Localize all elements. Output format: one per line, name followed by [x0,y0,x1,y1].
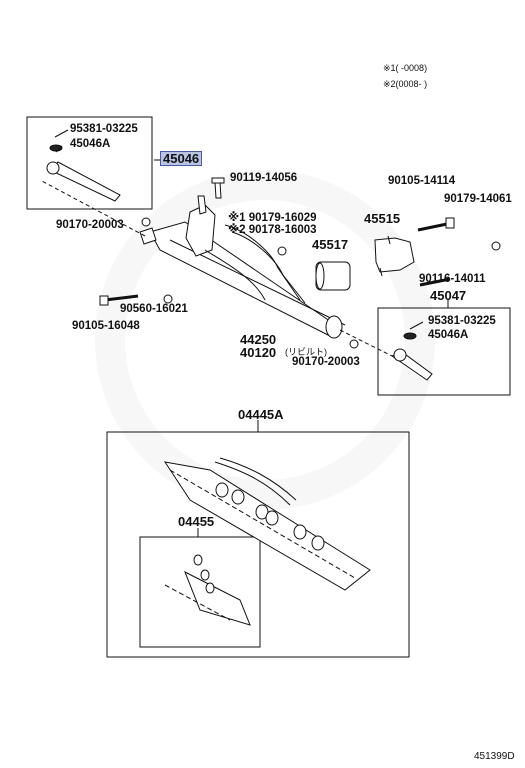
label-90119-14056[interactable]: 90119-14056 [230,172,298,184]
bolt-90105-14114 [417,222,448,232]
label-40120[interactable]: 40120 [240,345,277,360]
label-04455[interactable]: 04455 [178,514,215,529]
nut-90179-16029 [277,246,287,256]
label-90105-14114[interactable]: 90105-14114 [388,175,456,187]
nut-90170-b [349,339,359,349]
label-44250[interactable]: 44250 [240,332,277,347]
tie-rod-end-left [46,129,121,202]
label-90105-16048[interactable]: 90105-16048 [72,320,140,332]
bolt-90119 [214,181,222,199]
diagram-id: 451399D [474,751,515,762]
note-2: ※2(0008- ) [383,79,428,89]
label-90116-14011[interactable]: 90116-14011 [419,273,486,285]
bracket-45515 [374,237,415,273]
bolt-90105-16048 [99,295,109,306]
label-90179-14061[interactable]: 90179-14061 [444,193,512,205]
seal-kit-drawing [164,554,251,626]
nut-90170-a [141,217,151,227]
bushing-45517 [315,261,351,291]
stud-90116 [419,277,451,287]
label-45517[interactable]: 45517 [312,237,349,252]
label-95381-03225-left[interactable]: 95381-03225 [70,123,138,135]
label-90178-16003[interactable]: ※2 90178-16003 [228,224,317,236]
label-45046a-left[interactable]: 45046A [70,138,111,150]
label-45047[interactable]: 45047 [430,288,467,303]
label-90179-16029[interactable]: ※1 90179-16029 [228,212,317,224]
washer-90560 [163,294,173,304]
steering-rack-drawing [39,179,421,371]
label-04445a[interactable]: 04445A [238,407,284,422]
box-gasket-kit [106,431,410,658]
nut-90179-14061 [491,241,501,251]
label-40120-rebuilt-note: (リビルト) [285,347,327,357]
label-90560-16021[interactable]: 90560-16021 [120,303,188,315]
label-90170-20003-left[interactable]: 90170-20003 [56,219,124,231]
label-95381-03225-right[interactable]: 95381-03225 [428,315,496,327]
label-45046-highlighted[interactable]: 45046 [160,151,203,166]
box-seal-kit [139,536,261,648]
tie-rod-end-right [390,321,433,381]
box-tie-rod-end-left [26,116,153,210]
label-45515[interactable]: 45515 [364,211,401,226]
label-90170-20003-right[interactable]: 90170-20003 [292,356,360,368]
label-45046a-right[interactable]: 45046A [428,329,469,341]
note-1: ※1( -0008) [383,63,428,73]
gasket-kit-drawing [163,457,371,591]
box-tie-rod-end-right [377,307,511,396]
